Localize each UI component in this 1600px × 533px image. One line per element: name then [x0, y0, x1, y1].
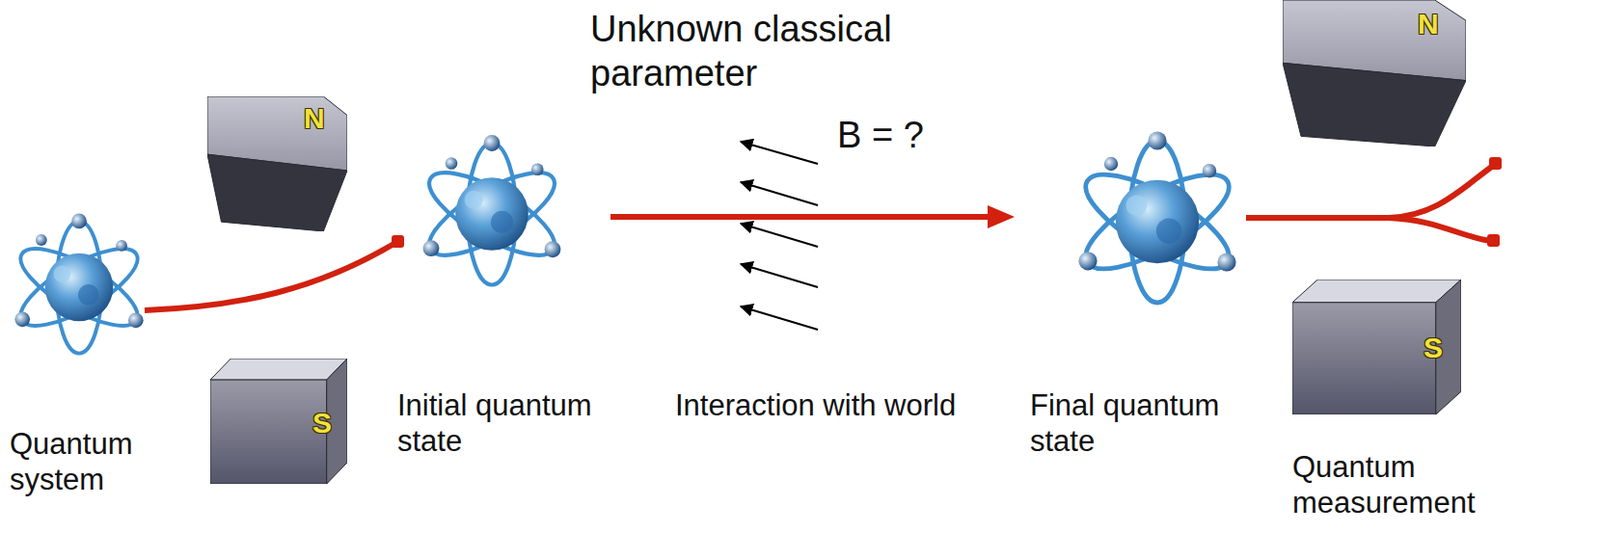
field-arrow: [740, 306, 818, 330]
beam-dot: [391, 235, 405, 248]
field-arrow: [740, 182, 818, 206]
magnet-block: N: [1282, 0, 1466, 147]
field-arrows: [740, 141, 818, 330]
atom-icon: [1073, 131, 1242, 303]
parameter-caption: Unknown classical parameter: [590, 7, 977, 96]
pole-letter: N: [303, 104, 326, 134]
beam-arrow: [610, 214, 992, 220]
pole-letter: N: [1417, 9, 1439, 39]
beam-dot: [1489, 157, 1502, 170]
beam-path: [144, 243, 396, 311]
atom-icon: [418, 135, 567, 285]
pole-letter: S: [312, 408, 332, 438]
stage-label: Initial quantum state: [397, 387, 653, 460]
beam-arrowhead: [987, 205, 1015, 229]
magnet-block: N: [207, 96, 348, 232]
split-beam: [1246, 165, 1493, 218]
magnet-face: [1282, 62, 1466, 147]
atom-icon: [10, 214, 148, 354]
magnet-face: [210, 358, 348, 380]
magnet-face: [210, 379, 327, 485]
beam-dot: [1487, 234, 1500, 247]
magnet-face: [1292, 302, 1437, 415]
magnet-face: [207, 154, 348, 232]
magnet-block: S: [210, 358, 348, 485]
stage-label: Quantum measurement: [1292, 449, 1534, 521]
magnet-face: [1292, 279, 1462, 303]
split-beam: [1388, 217, 1492, 242]
magnet-shape: [207, 96, 348, 232]
field-symbol: B = ?: [837, 113, 992, 159]
field-arrow: [740, 264, 818, 288]
pole-letter: S: [1423, 333, 1443, 363]
magnet-block: S: [1292, 279, 1462, 415]
stage-label: Interaction with world: [675, 387, 965, 424]
field-arrow: [740, 141, 818, 164]
stage-label: Final quantum state: [1030, 387, 1272, 460]
field-arrow: [740, 223, 818, 247]
stage-label: Quantum system: [9, 426, 179, 498]
